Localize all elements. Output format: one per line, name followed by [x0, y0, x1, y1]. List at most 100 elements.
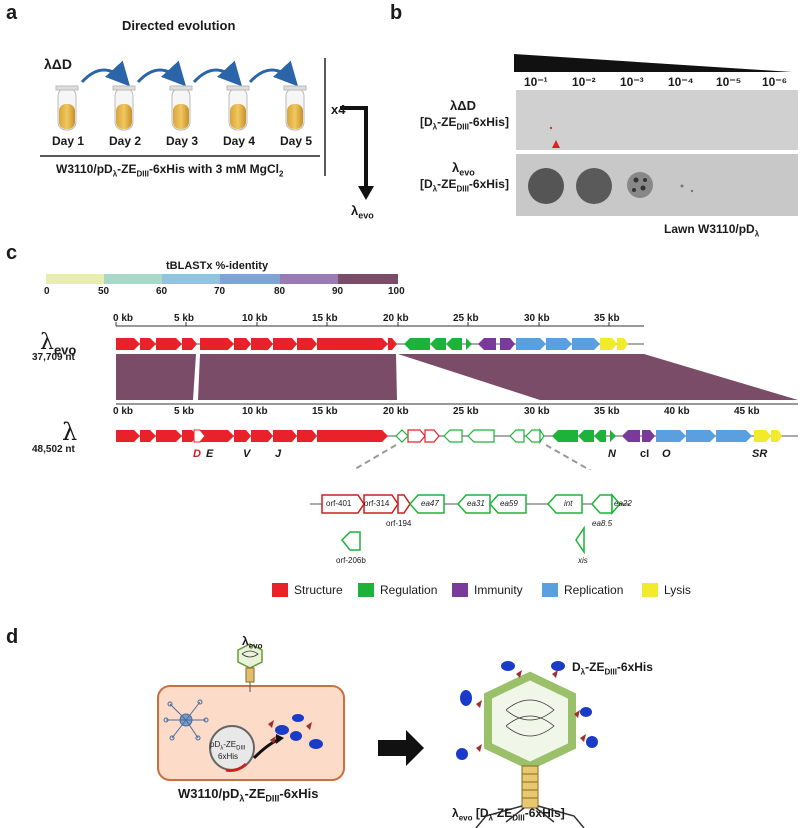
regulation-genes: [552, 430, 616, 442]
evo-scale-tick: 25 kb: [453, 313, 479, 324]
gene-label-e: E: [206, 448, 214, 460]
lysis-genes: [754, 430, 782, 442]
legend-label: Replication: [564, 583, 624, 597]
regulation-genes: [404, 338, 472, 350]
lambda-evo-result: λevo: [351, 203, 374, 221]
legend-swatch: [162, 274, 220, 284]
immunity-genes: [478, 338, 515, 350]
evo-genome-length: 37,709 nt: [32, 352, 75, 363]
lambda-scale-tick: 15 kb: [312, 406, 338, 417]
decorated-phage-label: λevo [Dλ-ZEDIII-6xHis]: [452, 806, 565, 823]
evo-scale-tick: 30 kb: [524, 313, 550, 324]
legend-label: Regulation: [380, 583, 438, 597]
lysis-genes: [600, 338, 628, 350]
dilution-label: 10⁻²: [572, 75, 596, 89]
decorated-phage: [456, 661, 598, 828]
culture-tube: [226, 85, 250, 131]
repeat-label: x4: [331, 102, 346, 117]
panel-a-title: Directed evolution: [122, 18, 236, 33]
row2-strain: λevo: [452, 160, 475, 178]
legend-tick: 100: [388, 286, 405, 297]
gene-label-n: N: [608, 448, 616, 460]
replication-genes: [516, 338, 600, 350]
replication-genes: [656, 430, 752, 442]
transfer-arrow: [192, 60, 243, 87]
phage-dna-icon: [163, 699, 209, 741]
legend-label: Lysis: [664, 583, 691, 597]
deleted-region-inset: [310, 493, 630, 555]
plaque-spot: [528, 168, 564, 204]
dilution-label: 10⁻⁴: [668, 75, 694, 89]
lambda-scale-tick: 10 kb: [242, 406, 268, 417]
panel-c-letter: c: [6, 242, 18, 264]
plaque-plates: [516, 90, 798, 216]
legend-swatch-lysis: [642, 583, 658, 597]
inset-gene-label: int: [564, 499, 573, 508]
lambda-scale-tick: 25 kb: [453, 406, 479, 417]
dilution-label: 10⁻⁵: [716, 75, 742, 89]
dilution-label: 10⁻¹: [524, 75, 548, 89]
legend-tick: 60: [156, 286, 168, 297]
panel-d-illustration: [157, 643, 598, 828]
evo-scale-tick: 0 kb: [113, 313, 134, 324]
gene-label-ci: cI: [640, 448, 650, 460]
lambda-scale-tick: 45 kb: [734, 406, 760, 417]
gene-label-o: O: [662, 448, 671, 460]
synteny-ribbon: [398, 354, 798, 400]
inset-gene-label: orf-206b: [336, 556, 366, 565]
output-arrowhead: [358, 186, 374, 200]
legend-tick: 90: [332, 286, 344, 297]
plaque-spot: [627, 172, 653, 198]
inset-gene-label: xis: [578, 556, 588, 565]
gene-label-j: J: [275, 448, 282, 460]
dilution-label: 10⁻⁶: [762, 75, 788, 89]
evo-scale-tick: 15 kb: [312, 313, 338, 324]
gene-label-v: V: [243, 448, 251, 460]
lambda-delta-d-label: λΔD: [44, 56, 72, 72]
process-arrow: [378, 730, 424, 766]
legend-label: Structure: [294, 583, 343, 597]
lambda-scale-tick: 20 kb: [383, 406, 409, 417]
day-label: Day 2: [109, 134, 142, 148]
inset-gene-label: ea8.5: [592, 519, 613, 528]
panel-a-letter: a: [6, 2, 18, 24]
legend-tick: 0: [44, 286, 50, 297]
plaque-marker-triangle: [552, 140, 560, 148]
legend-swatch: [280, 274, 338, 284]
day-label: Day 1: [52, 134, 85, 148]
evo-genome-name: λevo: [40, 330, 77, 358]
deleted-region-regulation: [395, 428, 545, 444]
evolution-diagram: [40, 58, 374, 200]
deleted-d-gene: [193, 429, 206, 443]
legend-swatch-immunity: [452, 583, 468, 597]
row1-strain: λΔD: [450, 98, 476, 113]
evo-scale-tick: 20 kb: [383, 313, 409, 324]
plaque-spot: [576, 168, 612, 204]
day-label: Day 3: [166, 134, 199, 148]
gene-label-sr: SR: [752, 448, 768, 460]
inset-gene-label: orf-401: [326, 499, 352, 508]
panel-d-letter: d: [6, 626, 19, 648]
legend-swatch: [220, 274, 280, 284]
transfer-arrow: [248, 60, 299, 87]
gene-label-d: D: [193, 448, 201, 460]
dilution-label: 10⁻³: [620, 75, 644, 89]
legend-label: Immunity: [474, 583, 523, 597]
transfer-arrow: [80, 60, 131, 87]
legend-swatch: [104, 274, 162, 284]
structure-genes: [116, 430, 388, 442]
lambda-genome-length: 48,502 nt: [32, 444, 75, 455]
phage-icon: [237, 643, 263, 692]
lambda-genome-name: λ: [62, 418, 78, 446]
deleted-region-structure: [407, 429, 440, 443]
identity-legend-bar: [46, 274, 398, 284]
legend-swatch: [338, 274, 398, 284]
culture-tube: [112, 85, 136, 131]
lambda-scale-tick: 0 kb: [113, 406, 134, 417]
lambda-scale-tick: 35 kb: [594, 406, 620, 417]
inset-gene-label: ea47: [421, 499, 439, 508]
row2-construct: [Dλ-ZEDIII-6xHis]: [420, 177, 509, 194]
fusion-protein: [275, 714, 323, 749]
inset-gene-label: ea22: [614, 499, 632, 508]
inset-gene-label: ea59: [500, 499, 518, 508]
